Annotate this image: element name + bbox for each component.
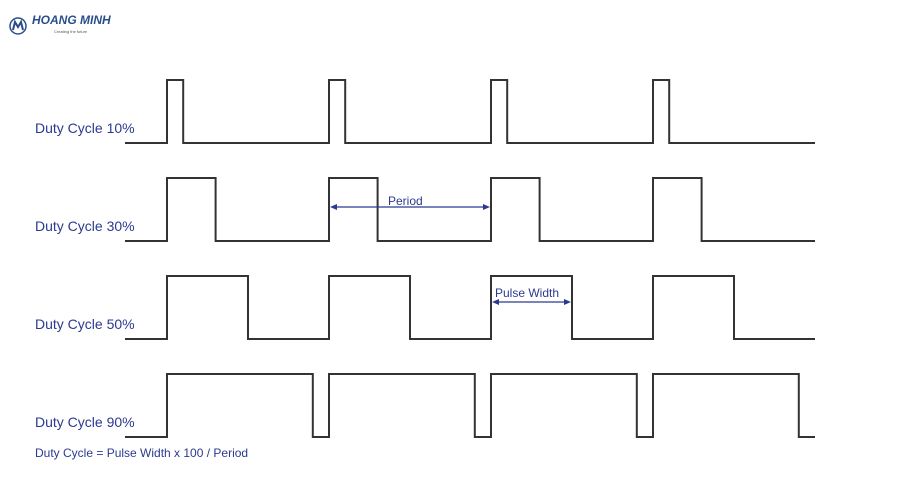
row-label-10: Duty Cycle 10% — [35, 120, 135, 136]
waveform-10 — [125, 79, 815, 144]
period-label: Period — [388, 194, 423, 208]
duty-cycle-formula: Duty Cycle = Pulse Width x 100 / Period — [35, 446, 249, 460]
pulse-width-label: Pulse Width — [495, 286, 560, 300]
period-arrow — [330, 204, 490, 210]
pulse-width-arrow — [492, 299, 571, 305]
waveform-30 — [125, 177, 815, 242]
logo-mark-icon — [9, 17, 27, 35]
row-label-30: Duty Cycle 30% — [35, 218, 135, 234]
row-label-90: Duty Cycle 90% — [35, 414, 135, 430]
waveform-90 — [125, 373, 815, 438]
waveform-50 — [125, 275, 815, 340]
row-label-50: Duty Cycle 50% — [35, 316, 135, 332]
